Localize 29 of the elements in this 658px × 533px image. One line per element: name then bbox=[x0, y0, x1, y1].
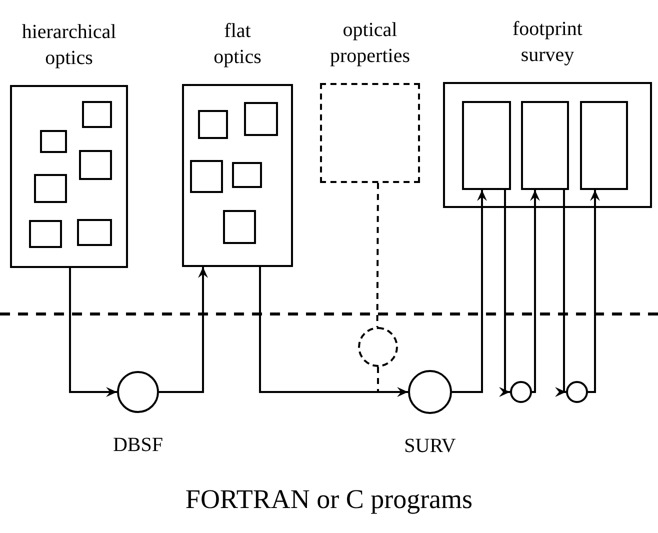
circle-label: DBSF bbox=[112, 433, 164, 457]
node-heading: flat optics bbox=[214, 19, 262, 70]
node-heading: hierarchical optics bbox=[22, 20, 116, 71]
connector-arrow bbox=[499, 190, 510, 397]
square bbox=[521, 101, 569, 190]
connector-arrow bbox=[159, 267, 208, 393]
node-heading: footprint survey bbox=[512, 17, 582, 68]
node-heading: optical properties bbox=[330, 18, 410, 69]
square bbox=[40, 130, 67, 153]
square bbox=[580, 101, 628, 190]
connector-arrow bbox=[588, 190, 600, 393]
circle-label: SURV bbox=[404, 434, 456, 458]
square bbox=[79, 150, 112, 180]
square bbox=[77, 219, 112, 246]
connector-arrow bbox=[69, 268, 117, 397]
square bbox=[82, 101, 112, 128]
square bbox=[462, 101, 511, 190]
square bbox=[223, 210, 256, 244]
square bbox=[190, 160, 223, 193]
connector-arrow bbox=[530, 190, 540, 393]
square bbox=[244, 102, 278, 136]
connector-arrow bbox=[555, 190, 566, 397]
square bbox=[232, 162, 262, 188]
square bbox=[198, 110, 228, 139]
caption: FORTRAN or C programs bbox=[184, 483, 474, 516]
connector-arrow bbox=[452, 190, 487, 393]
square bbox=[34, 174, 67, 203]
square bbox=[29, 220, 62, 248]
connector-arrow bbox=[259, 267, 408, 397]
